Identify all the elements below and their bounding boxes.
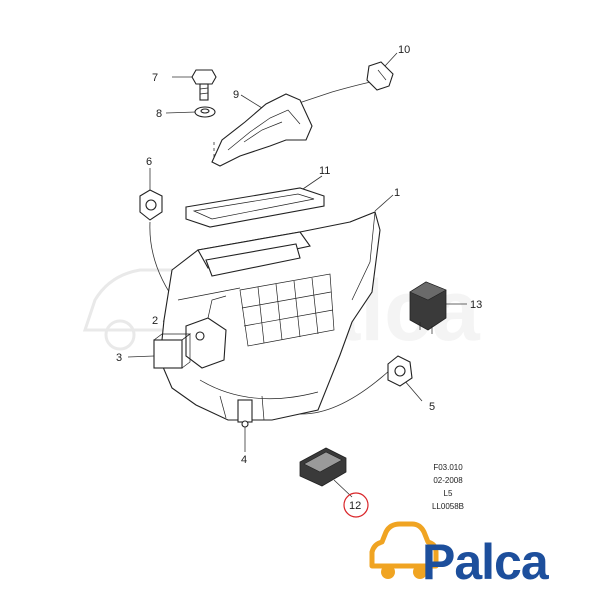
callout-12-highlight-circle (343, 492, 369, 518)
part-9-bracket (211, 93, 313, 167)
car-icon (369, 521, 439, 579)
part-4-clip (237, 399, 253, 428)
callout-12: 12 (349, 500, 361, 512)
reference-date: 02-2008 (433, 476, 463, 485)
reference-code: F03.010 (433, 463, 463, 472)
part-10-bolt (366, 61, 394, 91)
part-6-nut (139, 189, 163, 221)
reference-variant: L5 (444, 489, 453, 498)
reference-drawing-id: LL0058B (432, 502, 464, 511)
reference-block: F03.010 02-2008 L5 LL0058B (432, 463, 464, 511)
callout-10: 10 (398, 44, 410, 56)
brand-logo: Palca (369, 521, 551, 590)
part-13-relay (409, 281, 447, 334)
callout-8: 8 (156, 108, 162, 120)
callout-13: 13 (470, 299, 482, 311)
part-11-gasket (185, 187, 325, 228)
part-12-module (299, 447, 347, 487)
part-3-resistor (153, 333, 192, 369)
callout-4: 4 (241, 454, 247, 466)
part-2-actuator (185, 295, 227, 369)
callout-3: 3 (116, 352, 122, 364)
callouts: 1 2 3 4 5 6 7 8 9 10 11 12 13 (116, 44, 482, 518)
housing-grille (239, 273, 335, 347)
part-8-washer (194, 106, 216, 118)
callout-7: 7 (152, 72, 158, 84)
callout-11: 11 (319, 165, 330, 177)
callout-9: 9 (233, 89, 239, 101)
logo-wordmark: Palca (422, 534, 550, 590)
part-5-nut (387, 355, 413, 387)
callout-2: 2 (152, 315, 158, 327)
callout-1: 1 (394, 187, 400, 199)
callout-6: 6 (146, 156, 152, 168)
part-7-bolt (191, 69, 217, 101)
part-1-housing (159, 211, 381, 421)
callout-5: 5 (429, 401, 435, 413)
